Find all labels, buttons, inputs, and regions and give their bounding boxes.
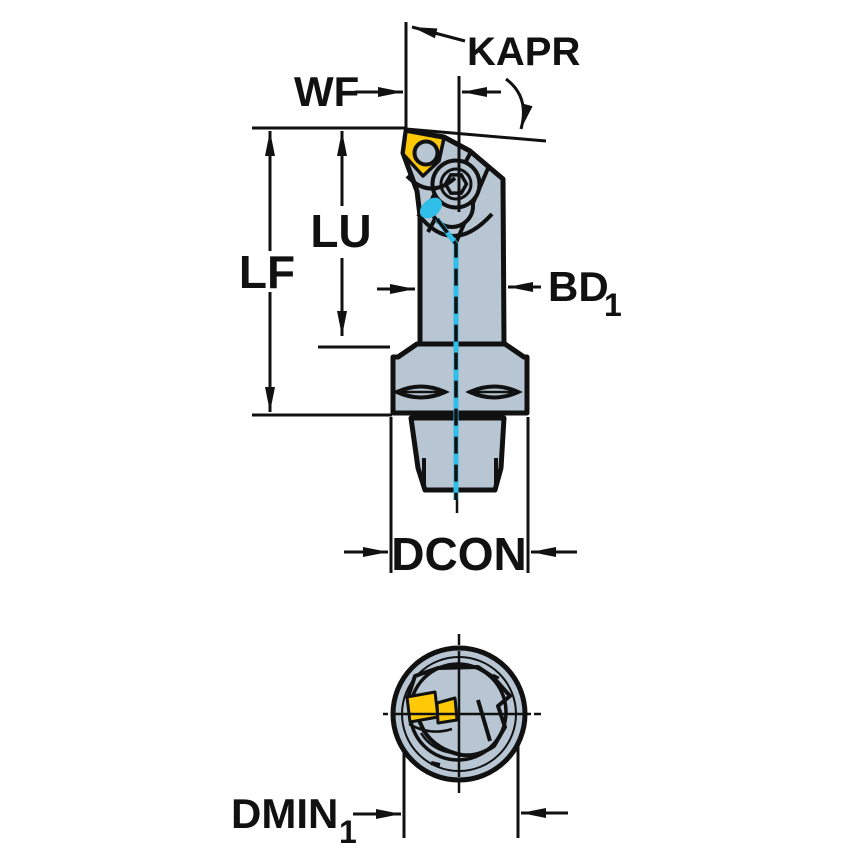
end-view-pocket-contour bbox=[406, 665, 512, 758]
lf-label: LF bbox=[239, 246, 295, 298]
flange-slot-left bbox=[392, 384, 450, 400]
clamp-finger-arc bbox=[405, 174, 457, 191]
lu-label: LU bbox=[310, 205, 371, 257]
end-view-small-tick bbox=[492, 673, 500, 680]
svg-text:BD: BD bbox=[548, 263, 609, 310]
side-view-tool-holder bbox=[390, 128, 530, 513]
end-view-insert-left bbox=[405, 690, 440, 724]
end-view-insert-right bbox=[435, 696, 459, 725]
bd1-label: BD 1 bbox=[548, 263, 622, 323]
flange bbox=[390, 341, 530, 416]
dcon-label: DCON bbox=[391, 528, 526, 580]
dimension-labels: KAPR WF LU LF BD 1 DCON DMIN 1 bbox=[231, 30, 622, 850]
kapr-leader-arrow bbox=[411, 25, 466, 43]
insert-hole bbox=[412, 139, 440, 167]
wf-label: WF bbox=[294, 68, 359, 115]
insert-seat-arc bbox=[408, 722, 453, 733]
clamp-screw-head bbox=[430, 158, 482, 210]
end-view-tool-holder bbox=[383, 634, 541, 793]
kapr-angle-line bbox=[405, 127, 547, 143]
dmin1-subscript: 1 bbox=[339, 814, 357, 850]
svg-text:DMIN: DMIN bbox=[231, 790, 338, 837]
clamp-mechanism bbox=[416, 149, 494, 246]
end-view-small-dash bbox=[430, 761, 441, 767]
dimension-annotations bbox=[252, 22, 577, 838]
dmin1-label: DMIN 1 bbox=[231, 790, 357, 850]
flange-slot-right bbox=[465, 384, 523, 400]
pocket-edge-line bbox=[476, 699, 492, 742]
kapr-angle-arc-arrow bbox=[505, 77, 533, 130]
coolant-channel bbox=[419, 197, 459, 500]
end-view-centerlines bbox=[383, 634, 541, 793]
end-view-inner-arc bbox=[419, 732, 456, 755]
bd1-subscript: 1 bbox=[604, 287, 622, 323]
coolant-outlet bbox=[419, 197, 443, 219]
kapr-label: KAPR bbox=[467, 30, 580, 74]
